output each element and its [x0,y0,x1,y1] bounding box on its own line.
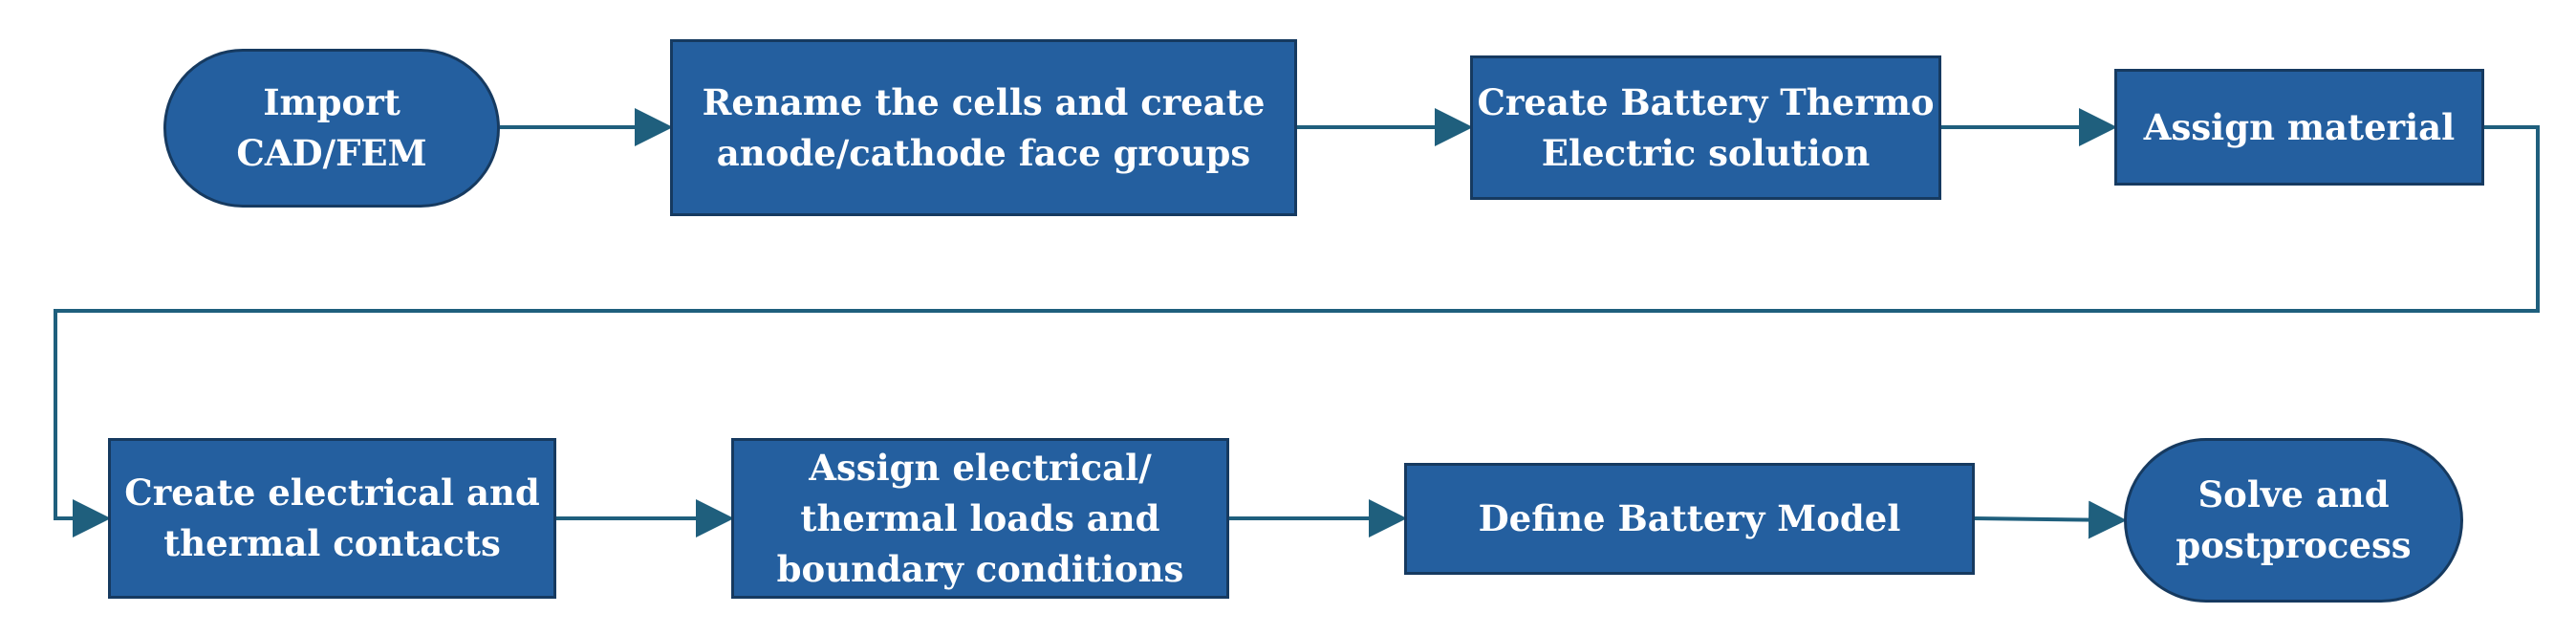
node-define-battery-model-label: Define Battery Model [1478,497,1901,539]
node-import-cad-fem-label: Import CAD/FEM [236,81,427,174]
node-solve-postprocess-label: Solve and postprocess [2176,473,2412,566]
node-assign-material-label: Assign material [2143,105,2456,148]
node-rename-cells: Rename the cells and create anode/cathod… [670,39,1297,216]
node-define-battery-model: Define Battery Model [1404,463,1975,575]
node-assign-loads: Assign electrical/ thermal loads and bou… [731,438,1229,599]
arrow-define-model-to-solve [1974,500,2127,539]
node-create-contacts: Create electrical and thermal contacts [108,438,556,599]
node-create-solution-label: Create Battery Thermo Electric solution [1477,80,1935,174]
node-rename-cells-label: Rename the cells and create anode/cathod… [702,80,1266,174]
node-import-cad-fem: Import CAD/FEM [163,49,500,208]
arrow-assign-material-to-create-contacts [54,125,2540,537]
node-create-solution: Create Battery Thermo Electric solution [1470,55,1941,200]
node-create-contacts-label: Create electrical and thermal contacts [124,472,540,564]
node-solve-postprocess: Solve and postprocess [2124,438,2463,603]
node-assign-material: Assign material [2114,69,2484,186]
node-assign-loads-label: Assign electrical/ thermal loads and bou… [776,446,1184,590]
